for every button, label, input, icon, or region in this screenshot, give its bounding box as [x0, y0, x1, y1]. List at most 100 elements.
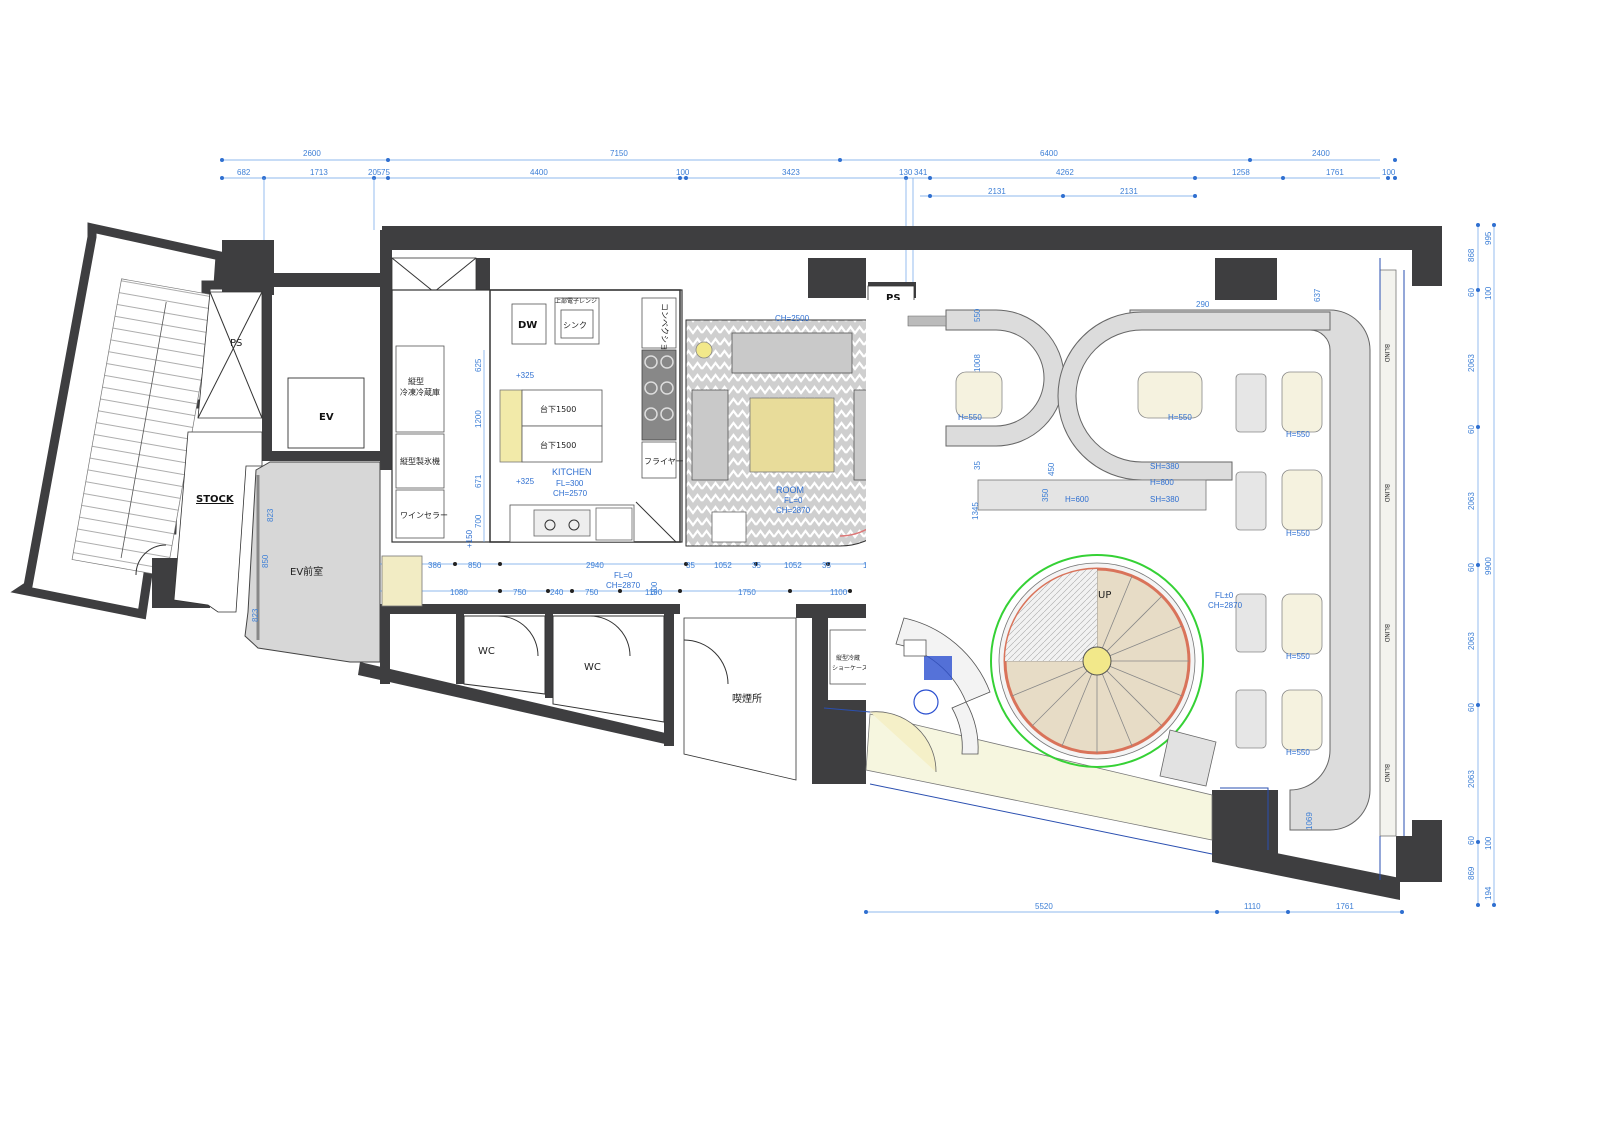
kitchen: 縦型 冷凍冷蔵庫 縦型製氷機 ワインセラー DW シンク 上部電子レンジ コンベ…	[391, 289, 684, 595]
label-wine: ワインセラー	[400, 511, 448, 520]
label-kitchen-ch: CH=2570	[553, 489, 588, 498]
label-blind-3: BLIND	[1383, 624, 1390, 643]
dim-hall1-3: 2940	[586, 561, 604, 570]
right-dimensions: 868 995 60 100 2063 60 2063 60 2063 60 2…	[1467, 223, 1496, 907]
label-table1: 台下1500	[540, 404, 576, 414]
dim-hall1-2: 850	[468, 561, 482, 570]
label-seat-h800: H=800	[1150, 478, 1174, 487]
dim-right-15: 194	[1484, 886, 1493, 900]
label-stair-up: UP	[1098, 590, 1111, 601]
dim-kitchen-4: 900	[650, 581, 659, 595]
dim-kitchen-1: 1200	[474, 410, 483, 428]
dim-hall2-2: 750	[513, 588, 527, 597]
dim-top2-4: 4400	[530, 168, 548, 177]
dim-top2-6: 3423	[782, 168, 800, 177]
dim-seat-7: 637	[1313, 288, 1322, 302]
label-smoking: 喫煙所	[732, 693, 762, 705]
dim-top1-3: 2400	[1312, 149, 1330, 158]
label-kitchen-fl: FL=300	[556, 479, 584, 488]
label-ev-hall: EV前室	[290, 565, 323, 578]
dim-bottom-0: 5520	[1035, 902, 1053, 911]
label-seat-sh380-1: SH=380	[1150, 462, 1180, 471]
label-fridge-2: 冷凍冷蔵庫	[400, 387, 440, 397]
label-seat-h550-6: H=550	[1286, 748, 1310, 757]
label-ice: 縦型製氷機	[400, 456, 440, 466]
dim-top2-0: 682	[237, 168, 251, 177]
dim-top2-2: 205	[368, 168, 382, 177]
label-table2: 台下1500	[540, 440, 576, 450]
dim-hall1-7: 1052	[784, 561, 802, 570]
dim-hall1-5: 1052	[714, 561, 732, 570]
label-wc-2: WC	[584, 662, 601, 673]
dim-hall2-5: 1190	[645, 588, 663, 597]
label-seat-h550-3: H=550	[1286, 430, 1310, 439]
dim-hall1-1: 386	[428, 561, 442, 570]
label-ev: EV	[319, 412, 334, 423]
dim-hall2-4: 750	[585, 588, 599, 597]
dim-kitchen-0: 625	[474, 358, 483, 372]
dim-right-0: 868	[1467, 248, 1476, 262]
dim-top2-10: 1258	[1232, 168, 1250, 177]
dim-evhall-0: 823	[266, 508, 275, 522]
dim-hall2-7: 1100	[830, 588, 848, 597]
label-fridge-1: 縦型	[408, 376, 424, 386]
label-blind-1: BLIND	[1383, 344, 1390, 363]
dim-bottom-2: 1761	[1336, 902, 1354, 911]
entrance-mat	[381, 555, 423, 607]
label-seat-h550-4: H=550	[1286, 529, 1310, 538]
label-room-ch-top: CH=2500	[775, 314, 810, 323]
dim-evhall-1: 850	[261, 554, 270, 568]
dim-right-9: 60	[1467, 703, 1476, 712]
dim-hall1-6: 35	[752, 561, 761, 570]
label-fryer: フライヤー	[644, 457, 684, 466]
dim-seat-5: 350	[1041, 488, 1050, 502]
label-hall-fl: FL=0	[614, 571, 633, 580]
main-dining: BLIND BLIND BLIND BLIND H=550 H=550 H=55…	[865, 269, 1412, 855]
dim-top3-0: 2131	[988, 187, 1006, 196]
dim-top1-0: 2600	[303, 149, 321, 158]
label-dw: DW	[518, 320, 537, 331]
label-level-2: +325	[516, 477, 535, 486]
dim-seat-2: 35	[973, 461, 982, 470]
dim-right-8: 2063	[1467, 632, 1476, 650]
accent-lines	[823, 258, 1381, 880]
dim-top2-8: 341	[914, 168, 928, 177]
label-ps-left: PS	[230, 338, 242, 349]
label-kitchen: KITCHEN	[552, 467, 592, 477]
dim-seat-4: 450	[1047, 462, 1056, 476]
dim-right-5: 60	[1467, 425, 1476, 434]
label-seat-h550-5: H=550	[1286, 652, 1310, 661]
label-seat-h600: H=600	[1065, 495, 1089, 504]
dim-right-13: 869	[1467, 866, 1476, 880]
reception-desk	[895, 617, 991, 755]
label-range: 上部電子レンジ	[555, 297, 597, 305]
label-showcase-2: ショーケース	[832, 665, 868, 672]
label-room: ROOM	[776, 485, 804, 495]
left-core: PS EV STOCK	[10, 222, 392, 620]
dim-top2-3: 75	[381, 168, 390, 177]
dim-hall2-6: 1750	[738, 588, 756, 597]
label-seat-h550-2: H=550	[1168, 413, 1192, 422]
dim-top2-9: 4262	[1056, 168, 1074, 177]
dim-kitchen-3: 700	[474, 514, 483, 528]
label-room-fl: FL=0	[784, 496, 803, 505]
dim-seat-0: 1008	[973, 354, 982, 372]
label-level-1: +325	[516, 371, 535, 380]
dim-right-1: 995	[1484, 231, 1493, 245]
dim-top2-12: 100	[1382, 168, 1396, 177]
label-sink: シンク	[563, 321, 587, 330]
dim-right-10: 2063	[1467, 770, 1476, 788]
dim-seat-3: 1345	[971, 502, 980, 520]
label-blind-2: BLIND	[1383, 484, 1390, 503]
label-seat-sh380-2: SH=380	[1150, 495, 1180, 504]
dim-top2-11: 1761	[1326, 168, 1344, 177]
spiral-staircase: UP	[990, 554, 1217, 787]
dim-kitchen-2: 671	[474, 474, 483, 488]
dim-seat-8: 1069	[1305, 812, 1314, 830]
bottom-dimensions: 5520 1110 1761	[864, 902, 1404, 914]
dim-top3-1: 2131	[1120, 187, 1138, 196]
dim-top1-1: 7150	[610, 149, 628, 158]
dim-top2-1: 1713	[310, 168, 328, 177]
top-dimensions: 2600 7150 6400 2400 682 1713 205 75 4400…	[220, 149, 1397, 300]
